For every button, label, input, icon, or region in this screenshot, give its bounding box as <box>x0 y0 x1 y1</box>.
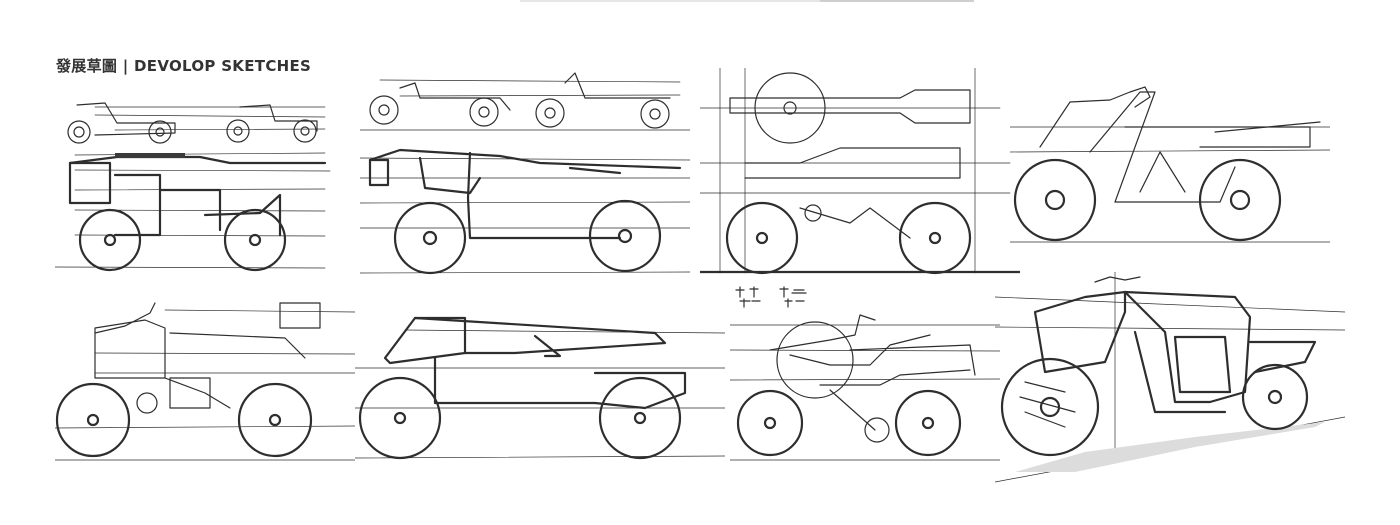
page-title: 發展草圖 | DEVOLOP SKETCHES <box>56 57 312 75</box>
motorcycle-sketch-icon <box>1010 86 1330 243</box>
top-divider <box>520 0 820 2</box>
sketch-panel-3 <box>700 68 1020 278</box>
sketch-panel-2 <box>360 68 690 280</box>
top-divider-accent <box>820 0 974 2</box>
sketch-panel-1 <box>55 95 335 280</box>
sketch-panel-6 <box>355 298 725 466</box>
motorcycle-sketch-icon <box>995 272 1345 483</box>
sketch-panel-8 <box>995 272 1345 487</box>
motorcycle-sketch-icon <box>700 68 1020 275</box>
sketch-panel-4 <box>1010 72 1330 247</box>
motorcycle-sketch-icon <box>355 316 725 460</box>
motorcycle-sketch-icon <box>55 102 331 272</box>
sketch-panel-5 <box>55 298 355 466</box>
motorcycle-sketch-icon <box>730 286 1000 461</box>
motorcycle-sketch-icon <box>360 72 690 275</box>
sketch-panel-7 <box>730 285 1000 465</box>
motorcycle-sketch-icon <box>55 302 355 461</box>
